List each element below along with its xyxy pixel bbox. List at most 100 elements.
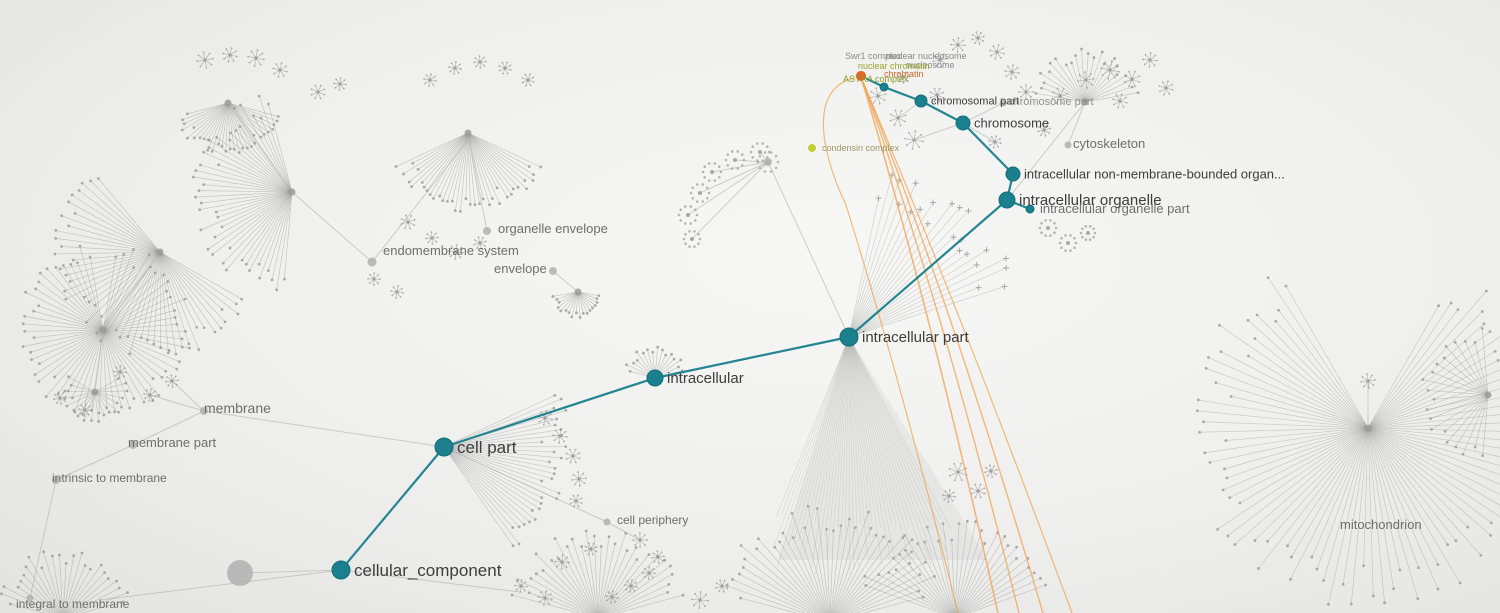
star-center-dot [58, 396, 62, 400]
fan-spoke [1323, 427, 1369, 581]
star-tip-dot [870, 90, 873, 93]
gray-node[interactable] [549, 267, 557, 275]
node-chromatin_node[interactable] [855, 70, 867, 82]
fan-tip-dot [258, 276, 262, 280]
star-tip-dot [448, 66, 450, 68]
fan-spoke [558, 291, 579, 303]
fan-spoke [227, 102, 279, 117]
fan-tip-dot [416, 168, 420, 171]
fan-spoke [102, 329, 115, 412]
star-tip-dot [253, 64, 256, 67]
fan-spoke [71, 384, 96, 393]
fan-tip-dot [192, 126, 196, 129]
node-chromosomal_part[interactable] [914, 94, 928, 108]
fan-spoke [1367, 414, 1500, 429]
fan-tip-dot [1092, 56, 1096, 59]
star-tip-dot [935, 64, 938, 67]
fan-spoke [848, 336, 862, 525]
fan-tip-dot [187, 342, 191, 346]
node-intracellular_organelle[interactable] [998, 191, 1016, 209]
fan-spoke [69, 580, 117, 613]
fan-spoke [571, 291, 579, 318]
gray-edge [443, 446, 608, 523]
node-cellular_component[interactable] [331, 560, 351, 580]
star-tip-dot [957, 37, 960, 39]
fan-spoke [284, 191, 293, 280]
fan-tip-dot [903, 534, 907, 537]
fan-tip-dot [420, 181, 424, 184]
gray-node[interactable] [1064, 141, 1072, 149]
fan-spoke [1222, 427, 1369, 491]
gray-node[interactable] [999, 99, 1007, 107]
star-tip-dot [943, 498, 946, 501]
gray-node[interactable] [227, 560, 253, 586]
gray-node[interactable] [483, 227, 491, 235]
star-tip-dot [1361, 375, 1364, 378]
star-cluster [473, 55, 487, 69]
fan-spoke [79, 245, 104, 331]
star-center-dot [938, 58, 942, 62]
fan-tip-dot [71, 258, 75, 262]
star-tip-dot [900, 109, 903, 112]
star-tip-dot [310, 93, 313, 96]
gray-node[interactable] [26, 594, 34, 602]
gray-node[interactable] [52, 476, 60, 484]
fan-tip-dot [166, 280, 170, 283]
fan-spoke [1208, 357, 1369, 429]
fan-spoke [848, 203, 953, 338]
fan-spoke [601, 554, 650, 613]
gray-node[interactable] [603, 518, 611, 526]
node-chromosome[interactable] [955, 115, 971, 131]
rosette-dot [1054, 226, 1058, 230]
fan-spoke [792, 537, 827, 613]
node-condensin_node[interactable] [807, 143, 817, 153]
fan-spoke [403, 132, 469, 175]
star-tip-dot [578, 452, 581, 455]
rosette-center-dot [758, 150, 762, 154]
star-tip-dot [1128, 70, 1130, 73]
star-tip-dot [282, 75, 285, 77]
fan-spoke [1462, 394, 1489, 455]
rosette-dot [756, 160, 760, 164]
fan-spoke [102, 267, 135, 331]
fan-tip-dot [64, 561, 68, 565]
star-tip-dot [938, 87, 941, 90]
cluster-fans-layer [0, 47, 1500, 613]
small-label: condensin complex [822, 143, 900, 153]
star-cluster [473, 236, 487, 250]
node-intracellular_nmbo[interactable] [1005, 166, 1021, 182]
fan-tip-dot [182, 122, 186, 126]
gray-node[interactable] [764, 158, 772, 166]
gray-node[interactable] [367, 257, 377, 267]
fan-tip-dot [64, 297, 68, 301]
rosette-dot [1040, 231, 1043, 235]
star-cluster [498, 61, 512, 75]
node-intracellular_part[interactable] [839, 327, 859, 347]
star-tip-dot [566, 435, 568, 438]
fan-tip-dot [78, 244, 82, 248]
fan-tip-dot [1289, 555, 1293, 559]
node-organelle_part_node[interactable] [1025, 204, 1035, 214]
star-tip-dot [653, 560, 656, 563]
fan-tip-dot [38, 362, 41, 366]
fan-cluster [551, 288, 601, 319]
star-tip-dot [1110, 60, 1113, 63]
star-cluster [310, 84, 326, 100]
gray-node[interactable] [129, 441, 137, 449]
star-tip-dot [227, 60, 230, 63]
fan-tip-dot [37, 304, 41, 308]
gray-node[interactable] [200, 407, 208, 415]
fan-spoke [74, 592, 128, 613]
star-tip-dot [435, 232, 437, 235]
star-tip-dot [428, 85, 430, 87]
fan-tip-dot [743, 557, 747, 561]
node-cell_part[interactable] [434, 437, 454, 457]
fan-tip-dot [60, 245, 63, 248]
node-nucleosome_junction[interactable] [879, 82, 889, 92]
node-intracellular[interactable] [646, 369, 664, 387]
fan-spoke [551, 560, 595, 613]
gray-label: cell periphery [617, 513, 688, 527]
fan-spoke [227, 102, 275, 126]
